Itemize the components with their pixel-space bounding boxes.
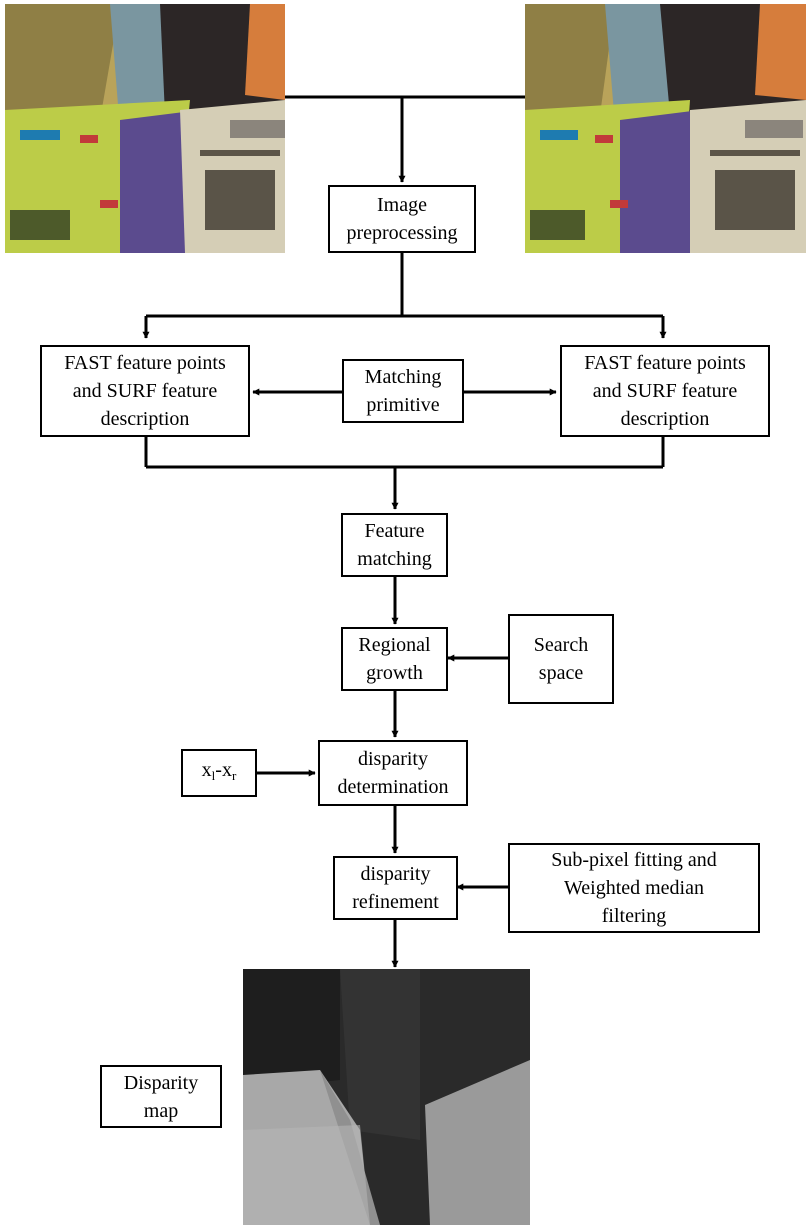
feature-matching-box: Feature matching xyxy=(341,513,448,577)
search-space-box: Search space xyxy=(508,614,614,704)
image-preprocessing-box: Image preprocessing xyxy=(328,185,476,253)
disparity-map-image xyxy=(243,969,530,1225)
subpixel-weighted-median-box: Sub-pixel fitting and Weighted median fi… xyxy=(508,843,760,933)
connectors xyxy=(142,95,667,968)
left-input-image xyxy=(5,4,285,253)
fast-surf-left-box: FAST feature points and SURF feature des… xyxy=(40,345,250,437)
disparity-refinement-box: disparity refinement xyxy=(333,856,458,920)
xl-xr-box: xl-xr xyxy=(181,749,257,797)
disparity-map-label-box: Disparity map xyxy=(100,1065,222,1128)
right-input-image xyxy=(525,4,806,253)
xl-xr-label: xl-xr xyxy=(201,759,237,783)
fast-surf-right-box: FAST feature points and SURF feature des… xyxy=(560,345,770,437)
matching-primitive-box: Matching primitive xyxy=(342,359,464,423)
regional-growth-box: Regional growth xyxy=(341,627,448,691)
disparity-determination-box: disparity determination xyxy=(318,740,468,806)
